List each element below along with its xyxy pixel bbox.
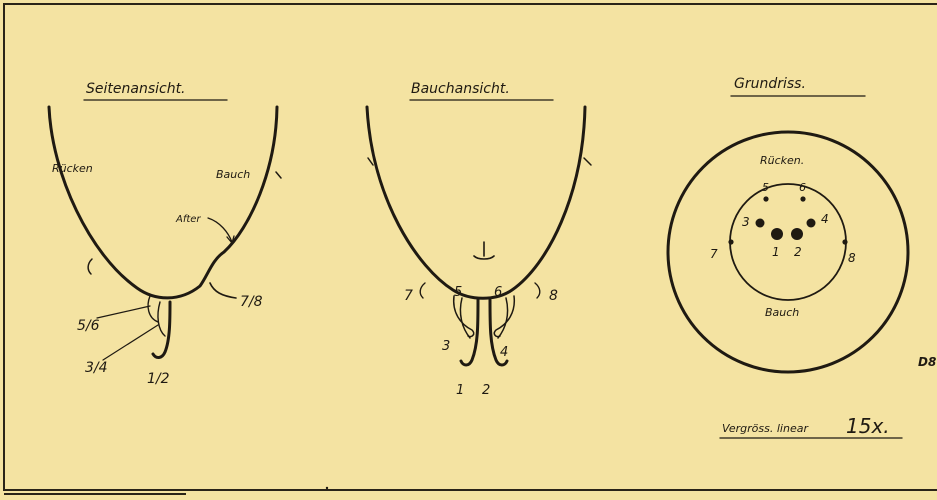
side-view-label-7-8: 7/8: [240, 294, 263, 310]
ventral-view-number-8: 8: [549, 288, 558, 304]
side-view-stub-7-8: [210, 283, 236, 298]
ventral-view-number-2: 2: [482, 383, 490, 398]
ground-plan-number-5: 5: [762, 181, 769, 194]
margin-mark: D8: [918, 355, 936, 369]
ground-plan-dot-7: [728, 239, 733, 244]
ground-plan-dot-1: [771, 228, 783, 240]
magnification-note: Vergröss. linear 15x.: [720, 414, 902, 438]
ground-plan-dot-2: [791, 228, 803, 240]
ventral-view-figure: Bauchansicht. 7 5 6 8 3 4 1 2: [367, 81, 591, 398]
ventral-view-number-4: 4: [500, 345, 508, 360]
anus-pointer-arrow: [208, 218, 234, 243]
magnification-value: 15x.: [846, 414, 890, 438]
side-view-label-anus: After: [175, 214, 201, 225]
side-view-appendage-1-2: [153, 302, 170, 358]
ventral-appendage-1: [461, 300, 478, 365]
ventral-view-title: Bauchansicht.: [411, 81, 510, 97]
ground-plan-figure: Grundriss. Rücken. Bauch 5 6 3 4 7 1 2 8: [668, 76, 908, 372]
ventral-view-number-5: 5: [454, 285, 462, 300]
ventral-appendage-3: [460, 298, 470, 338]
side-view-outline: [49, 107, 277, 298]
side-view-belly-tick: [276, 172, 281, 178]
ventral-view-outline: [367, 107, 585, 298]
paper-speck: [326, 487, 328, 489]
ventral-appendage-6: [494, 296, 514, 337]
side-view-back-tick: [88, 259, 92, 274]
pointer-3-4: [103, 325, 158, 360]
ground-plan-outer-circle: [668, 132, 908, 372]
side-view-title: Seitenansicht.: [86, 81, 186, 97]
ventral-view-tick-right: [584, 158, 591, 165]
ventral-view-number-6: 6: [494, 285, 502, 300]
ventral-view-number-7: 7: [404, 288, 413, 304]
ground-plan-dot-5: [763, 196, 768, 201]
ground-plan-inner-circle: [730, 184, 846, 300]
ventral-appendage-4: [498, 298, 508, 338]
ventral-view-number-1: 1: [456, 383, 464, 398]
pointer-5-6: [97, 306, 150, 318]
ground-plan-number-2: 2: [794, 245, 802, 259]
ground-plan-dot-3: [756, 219, 765, 228]
ground-plan-label-belly: Bauch: [765, 306, 799, 319]
ground-plan-number-7: 7: [710, 247, 718, 261]
ground-plan-number-4: 4: [821, 212, 829, 226]
ground-plan-title: Grundriss.: [734, 76, 806, 92]
ground-plan-number-3: 3: [742, 215, 750, 229]
side-view-label-5-6: 5/6: [77, 318, 100, 334]
ground-plan-dot-4: [807, 219, 816, 228]
ground-plan-number-8: 8: [848, 251, 856, 265]
side-view-appendage-5-6: [148, 296, 158, 322]
side-view-label-belly: Bauch: [216, 168, 250, 181]
ventral-view-stub-8: [535, 283, 540, 298]
ground-plan-dot-8: [842, 239, 847, 244]
magnification-label: Vergröss. linear: [722, 422, 809, 435]
ground-plan-dot-6: [800, 196, 805, 201]
side-view-label-back: Rücken: [52, 162, 93, 175]
ventral-appendage-5: [454, 296, 474, 337]
side-view-label-1-2: 1/2: [147, 371, 170, 387]
ventral-view-tick-left: [368, 158, 373, 165]
ventral-view-anus-mark: [474, 242, 494, 259]
side-view-appendage-3-4: [158, 302, 165, 336]
ground-plan-number-1: 1: [772, 245, 780, 259]
ground-plan-label-back: Rücken.: [760, 154, 804, 167]
ventral-view-stub-7: [420, 283, 425, 298]
side-view-figure: Seitenansicht. Rücken Bauch After 7/8 5/…: [49, 81, 281, 387]
side-view-label-3-4: 3/4: [85, 360, 108, 376]
ventral-view-number-3: 3: [442, 339, 450, 354]
ground-plan-number-6: 6: [799, 181, 806, 194]
